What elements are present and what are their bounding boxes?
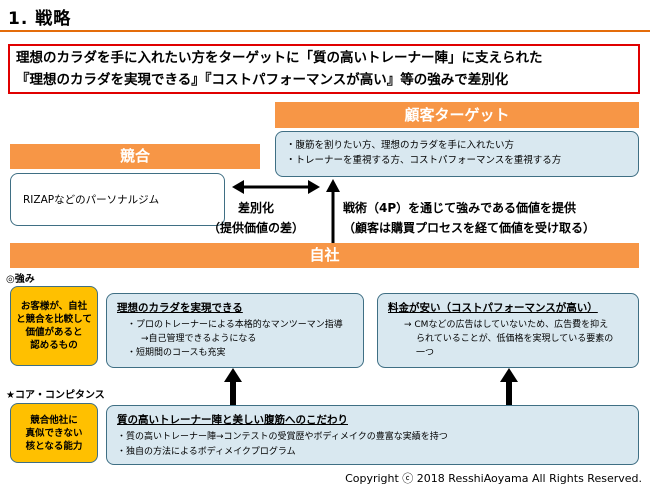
core-note-line-2: 真似できない: [25, 427, 83, 439]
strengths-label: ◎強み: [6, 274, 35, 285]
core-item-2: ・独自の方法によるボディメイクプログラム: [117, 447, 296, 457]
strength-box-1-item-2: →自己管理できるようになる: [141, 334, 257, 344]
strengths-note-line-2: と競合を比較して: [16, 314, 92, 325]
differentiation-line-1: 差別化: [237, 201, 274, 215]
target-header: 顧客ターゲット: [275, 102, 639, 128]
core-label: ★コア・コンピタンス: [6, 390, 105, 401]
competition-box: RIZAPなどのパーソナルジム: [10, 173, 225, 226]
strength-box-2-item-3: 一つ: [416, 348, 435, 358]
core-note-line-1: 競合他社に: [30, 414, 78, 426]
page-title: 1. 戦略: [8, 9, 72, 29]
target-item-2: ・トレーナーを重視する方、コストパフォーマンスを重視する方: [286, 155, 562, 166]
target-box: ・腹筋を割りたい方、理想のカラダを手に入れたい方 ・トレーナーを重視する方、コス…: [275, 131, 639, 177]
title-divider: [0, 30, 650, 32]
tactics-line-2: （顧客は購買プロセスを経て価値を受け取る）: [343, 221, 596, 235]
differentiation-label: 差別化 （提供価値の差）: [196, 198, 316, 238]
strength-box-1-item-1: ・プロのトレーナーによる本格的なマンツーマン指導: [127, 320, 343, 330]
target-item-1: ・腹筋を割りたい方、理想のカラダを手に入れたい方: [286, 140, 515, 151]
strength-box-2-item-1: → CMなどの広告はしていないため、広告費を抑え: [404, 320, 609, 330]
headline-box: 理想のカラダを手に入れたい方をターゲットに「質の高いトレーナー陣」に支えられた …: [8, 44, 640, 94]
strengths-note-line-1: お客様が、自社: [20, 301, 88, 312]
headline-line-1: 理想のカラダを手に入れたい方をターゲットに「質の高いトレーナー陣」に支えられた: [16, 50, 543, 66]
company-header: 自社: [10, 243, 639, 268]
strength-box-2-title: 料金が安い（コストパフォーマンスが高い）: [388, 302, 598, 314]
strength-box-1-item-3: ・短期間のコースも充実: [127, 348, 226, 358]
arrow-up-right-icon: [500, 368, 518, 405]
core-title: 質の高いトレーナー陣と美しい腹筋へのこだわり: [117, 414, 348, 426]
double-arrow-icon: [232, 180, 320, 194]
tactics-line-1: 戦術（4P）を通じて強みである価値を提供: [343, 201, 577, 215]
competition-body: RIZAPなどのパーソナルジム: [23, 194, 160, 206]
strengths-note: お客様が、自社 と競合を比較して 価値があると 認めるもの: [10, 286, 98, 366]
core-note-line-3: 核となる能力: [25, 440, 83, 452]
core-item-1: ・質の高いトレーナー陣→コンテストの受賞歴やボディメイクの豊富な実績を持つ: [117, 432, 448, 442]
differentiation-line-2: （提供価値の差）: [207, 221, 304, 235]
strength-box-low-price: 料金が安い（コストパフォーマンスが高い） → CMなどの広告はしていないため、広…: [377, 293, 639, 368]
competition-header: 競合: [10, 144, 260, 169]
core-competence-box: 質の高いトレーナー陣と美しい腹筋へのこだわり ・質の高いトレーナー陣→コンテスト…: [106, 405, 639, 465]
tactics-label: 戦術（4P）を通じて強みである価値を提供 （顧客は購買プロセスを経て価値を受け取…: [343, 198, 643, 238]
strengths-note-line-4: 認めるもの: [30, 340, 78, 351]
headline-line-2: 『理想のカラダを実現できる』『コストパフォーマンスが高い』等の強みで差別化: [16, 72, 509, 88]
strength-box-2-item-2: られていることが、低価格を実現している要素の: [416, 334, 614, 344]
copyright: Copyright ⓒ 2018 ResshiAoyama All Rights…: [345, 472, 642, 485]
strength-box-ideal-body: 理想のカラダを実現できる ・プロのトレーナーによる本格的なマンツーマン指導 →自…: [106, 293, 364, 368]
strength-box-1-title: 理想のカラダを実現できる: [117, 302, 243, 314]
core-note: 競合他社に 真似できない 核となる能力: [10, 403, 98, 463]
arrow-up-to-target-icon: [326, 179, 340, 243]
strengths-note-line-3: 価値があると: [25, 327, 83, 338]
arrow-up-left-icon: [224, 368, 242, 405]
